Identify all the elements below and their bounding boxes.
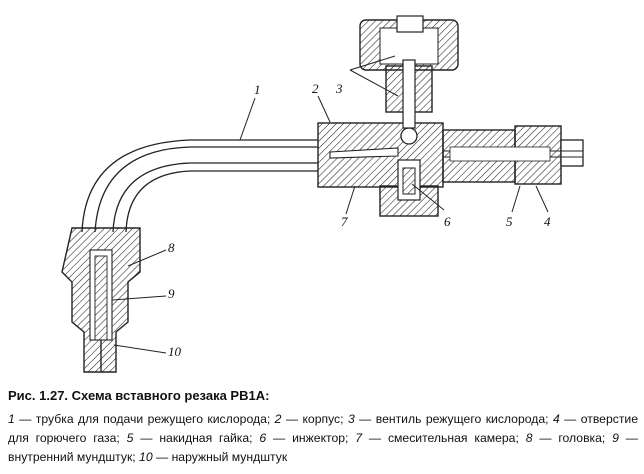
callout-4: 4	[544, 214, 551, 229]
legend-text: — инжектор;	[266, 431, 356, 445]
callout-6: 6	[444, 214, 451, 229]
callout-5: 5	[506, 214, 513, 229]
leader-lines	[111, 55, 549, 354]
callout-10: 10	[168, 344, 182, 359]
legend-text: — корпус;	[281, 412, 348, 426]
figure-legend: 1 — трубка для подачи режущего кислорода…	[8, 410, 638, 467]
legend-text: — трубка для подачи режущего кислорода;	[14, 412, 275, 426]
legend-number: 1	[8, 412, 15, 426]
oxygen-tube	[81, 139, 318, 233]
legend-number: 7	[355, 431, 363, 445]
callout-9: 9	[168, 286, 175, 301]
callout-3: 3	[335, 81, 343, 96]
callout-2: 2	[312, 81, 319, 96]
callout-8: 8	[168, 240, 175, 255]
gas-connector	[442, 125, 584, 185]
legend-text: — внутренний мундштук;	[8, 431, 638, 464]
legend-number: 9	[612, 431, 619, 445]
legend-text: — вентиль режущего кислорода;	[354, 412, 553, 426]
callout-7: 7	[341, 214, 348, 229]
legend-number: 2	[274, 412, 282, 426]
cutter-body	[317, 122, 444, 217]
oxygen-valve	[359, 15, 459, 129]
legend-number: 6	[259, 431, 267, 445]
legend-number: 8	[525, 431, 533, 445]
cutter-head	[61, 227, 141, 373]
legend-number: 3	[347, 412, 355, 426]
legend-text: — головка;	[532, 431, 613, 445]
legend-number: 10	[139, 450, 153, 464]
cutter-drawing: 1 2 3 4 5 6 7 8 9 10	[61, 15, 584, 373]
figure-caption: Рис. 1.27. Схема вставного резака РВ1А: …	[8, 388, 638, 467]
legend-text: — отверстие для горючего газа;	[8, 412, 638, 445]
figure-title: Рис. 1.27. Схема вставного резака РВ1А:	[8, 388, 638, 404]
legend-number: 5	[126, 431, 134, 445]
legend-text: — смесительная камера;	[362, 431, 526, 445]
legend-text: — накидная гайка;	[133, 431, 260, 445]
legend-text: — наружный мундштук	[152, 450, 288, 464]
figure-name: Схема вставного резака РВ1А:	[71, 388, 270, 403]
callout-1: 1	[254, 82, 261, 97]
legend-number: 4	[552, 412, 560, 426]
figure-number: Рис. 1.27.	[8, 388, 69, 403]
